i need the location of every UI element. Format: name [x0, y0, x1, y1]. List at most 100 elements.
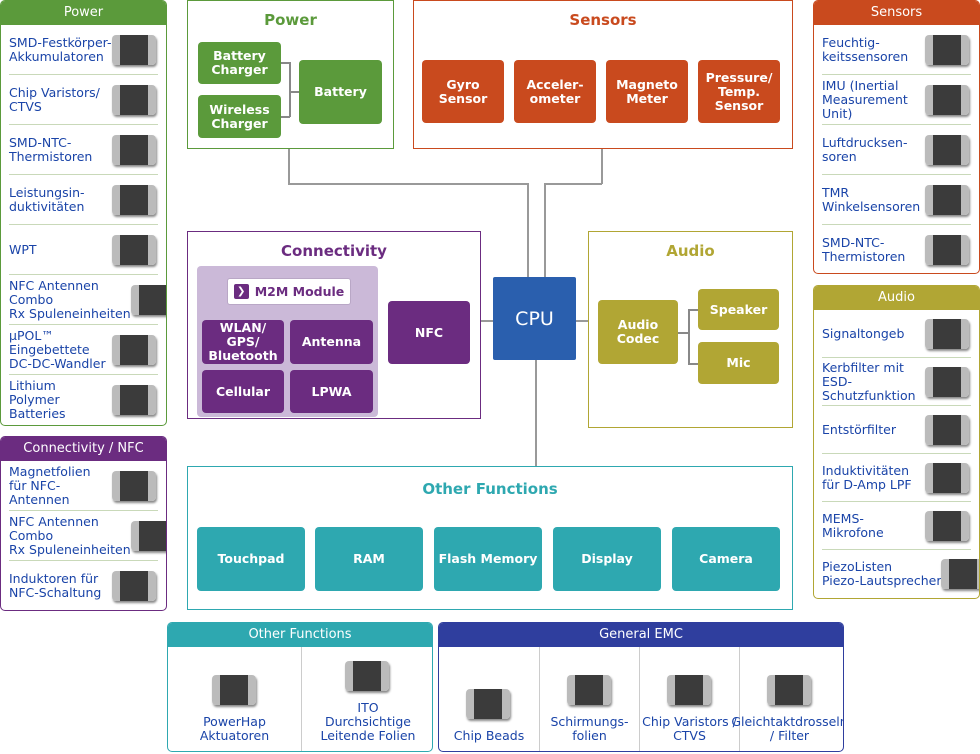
product-image-icon: [925, 414, 969, 445]
product-item[interactable]: Kerbfilter mit ESD- Schutzfunktion: [822, 358, 971, 406]
product-label: PowerHap Aktuatoren: [199, 714, 270, 743]
product-item[interactable]: Luftdrucksen- soren: [822, 125, 971, 175]
product-label: Induktivitäten für D-Amp LPF: [822, 462, 912, 492]
magnetometer-tile[interactable]: Magneto Meter: [606, 60, 688, 123]
product-item[interactable]: Leistungsin- duktivitäten: [9, 175, 158, 225]
product-column[interactable]: Chip Varistors / CTVS: [639, 647, 739, 751]
battery-charger-tile[interactable]: Battery Charger: [198, 42, 281, 84]
product-image-icon: [130, 284, 166, 315]
product-item[interactable]: IMU (Inertial Measurement Unit): [822, 75, 971, 125]
product-item[interactable]: NFC Antennen Combo Rx Spuleneinheiten: [9, 275, 166, 325]
block-title: Connectivity: [281, 242, 387, 260]
product-label: Signaltongeb: [822, 325, 905, 341]
m2m-module-label: M2M Module: [254, 284, 345, 299]
product-image-icon: [112, 334, 156, 365]
product-column[interactable]: Chip Beads: [439, 647, 539, 751]
product-label: Gleichtaktdrosseln / Filter: [731, 714, 844, 743]
product-item[interactable]: Induktoren für NFC-Schaltung: [9, 561, 158, 610]
battery-tile[interactable]: Battery: [299, 60, 382, 124]
product-label: Entstörfilter: [822, 421, 896, 437]
display-tile[interactable]: Display: [553, 527, 661, 591]
audio-codec-tile[interactable]: Audio Codec: [598, 300, 678, 364]
product-label: Feuchtig- keitssensoren: [822, 34, 909, 64]
product-image-icon: [130, 520, 166, 551]
accelerometer-tile[interactable]: Acceler- ometer: [514, 60, 596, 123]
wireless-charger-tile[interactable]: Wireless Charger: [198, 95, 281, 138]
block-title: Sensors: [569, 11, 637, 29]
product-image-icon: [925, 84, 969, 115]
product-item[interactable]: Feuchtig- keitssensoren: [822, 25, 971, 75]
connector-line: [470, 320, 493, 322]
product-image-icon: [112, 134, 156, 165]
antenna-tile[interactable]: Antenna: [290, 320, 373, 364]
nfc-tile[interactable]: NFC: [388, 301, 470, 364]
product-column[interactable]: PowerHap Aktuatoren: [168, 647, 301, 751]
mic-tile[interactable]: Mic: [698, 342, 779, 384]
product-item[interactable]: MEMS- Mikrofone: [822, 502, 971, 550]
panel-header: Audio: [814, 286, 979, 310]
product-label: MEMS- Mikrofone: [822, 510, 884, 540]
speaker-tile[interactable]: Speaker: [698, 289, 779, 330]
camera-tile[interactable]: Camera: [672, 527, 780, 591]
product-image-icon: [112, 184, 156, 215]
panel-header: General EMC: [439, 623, 843, 647]
cellular-tile[interactable]: Cellular: [202, 370, 284, 413]
product-label: Chip Varistors / CTVS: [642, 714, 737, 743]
product-label: µPOL™ Eingebettete DC-DC-Wandler: [9, 327, 106, 371]
product-item[interactable]: Magnetfolien für NFC- Antennen: [9, 461, 158, 511]
lpwa-tile[interactable]: LPWA: [290, 370, 373, 413]
product-column[interactable]: ITO Durchsichtige Leitende Folien: [301, 647, 432, 751]
block-title: Other Functions: [422, 480, 558, 498]
block-title: Power: [264, 11, 317, 29]
product-label: Magnetfolien für NFC- Antennen: [9, 463, 91, 507]
product-item[interactable]: TMR Winkelsensoren: [822, 175, 971, 225]
product-label: Lithium Polymer Batteries: [9, 378, 66, 421]
product-item[interactable]: SMD-Festkörper- Akkumulatoren: [9, 25, 158, 75]
cpu-tile[interactable]: CPU: [493, 277, 576, 360]
product-item[interactable]: Lithium Polymer Batteries: [9, 375, 158, 425]
product-item[interactable]: SMD-NTC- Thermistoren: [9, 125, 158, 175]
product-label: TMR Winkelsensoren: [822, 184, 921, 214]
product-image-icon: [211, 675, 256, 705]
product-label: IMU (Inertial Measurement Unit): [822, 77, 908, 121]
product-image-icon: [666, 675, 711, 705]
product-label: SMD-NTC- Thermistoren: [9, 134, 93, 164]
product-image-icon: [766, 675, 811, 705]
product-image-icon: [941, 559, 979, 589]
product-label: NFC Antennen Combo Rx Spuleneinheiten: [9, 277, 131, 321]
product-item[interactable]: µPOL™ Eingebettete DC-DC-Wandler: [9, 325, 158, 375]
product-item[interactable]: Entstörfilter: [822, 406, 971, 454]
product-item[interactable]: PiezoListen Piezo-Lautsprecher: [822, 550, 979, 598]
product-column[interactable]: Schirmungs- folien: [539, 647, 639, 751]
product-image-icon: [925, 184, 969, 215]
m2m-module-button[interactable]: ❯ M2M Module: [227, 278, 351, 305]
connector-line: [601, 148, 603, 184]
product-item[interactable]: Induktivitäten für D-Amp LPF: [822, 454, 971, 502]
product-item[interactable]: NFC Antennen Combo Rx Spuleneinheiten: [9, 511, 166, 561]
product-item[interactable]: WPT: [9, 225, 158, 275]
connector-line: [576, 320, 598, 322]
product-image-icon: [345, 661, 389, 691]
flash-memory-tile[interactable]: Flash Memory: [434, 527, 542, 591]
wlan-gps-bluetooth-tile[interactable]: WLAN/ GPS/ Bluetooth: [202, 320, 284, 364]
touchpad-tile[interactable]: Touchpad: [197, 527, 305, 591]
product-label: SMD-NTC- Thermistoren: [822, 235, 906, 264]
block-title: Audio: [666, 242, 715, 260]
product-item[interactable]: Signaltongeb: [822, 310, 971, 358]
product-image-icon: [112, 470, 156, 501]
connector-line: [527, 183, 529, 277]
chevron-right-icon: ❯: [233, 284, 249, 299]
product-item[interactable]: Chip Varistors/ CTVS: [9, 75, 158, 125]
product-image-icon: [925, 510, 969, 541]
product-label: Chip Varistors/ CTVS: [9, 84, 100, 114]
product-label: Kerbfilter mit ESD- Schutzfunktion: [822, 359, 916, 403]
product-item[interactable]: SMD-NTC- Thermistoren: [822, 225, 971, 273]
pressure-temp-sensor-tile[interactable]: Pressure/ Temp. Sensor: [698, 60, 780, 123]
gyro-sensor-tile[interactable]: Gyro Sensor: [422, 60, 504, 123]
ram-tile[interactable]: RAM: [315, 527, 423, 591]
product-column[interactable]: Gleichtaktdrosseln / Filter: [731, 647, 843, 751]
other-functions-products-panel: Other Functions PowerHap Aktuatoren ITO D…: [167, 622, 433, 752]
panel-header: Other Functions: [168, 623, 432, 647]
